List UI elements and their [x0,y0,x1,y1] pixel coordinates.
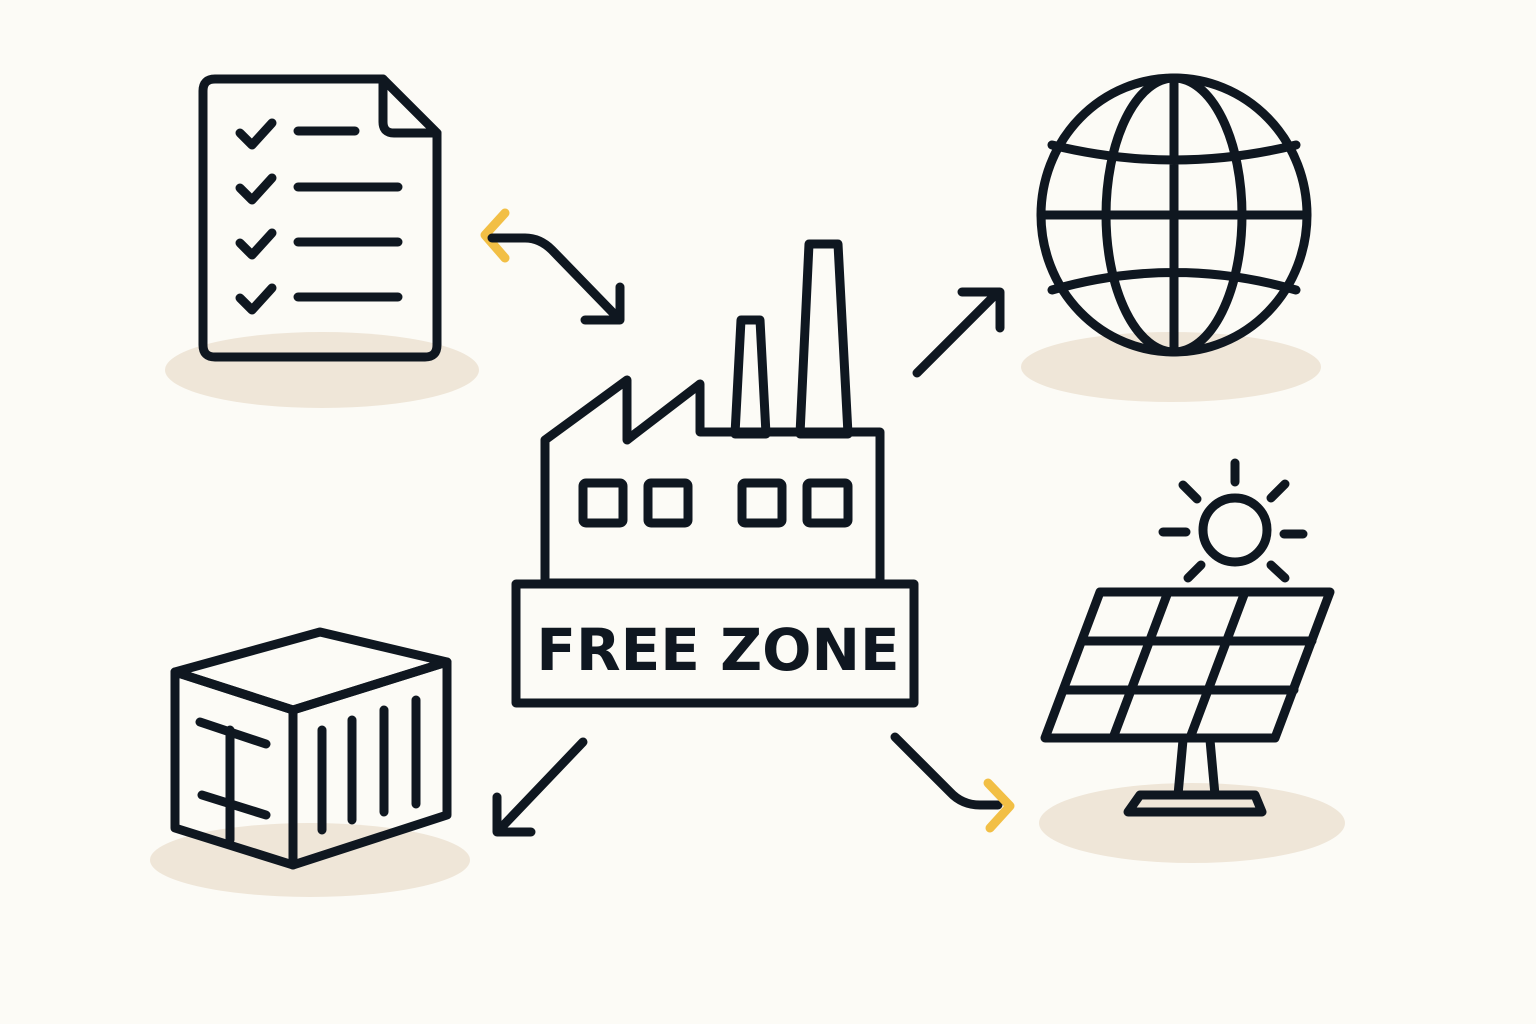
chimney-tall [795,239,853,439]
free-zone-label: FREE ZONE [536,616,899,684]
arrow-document-to-factory [480,208,625,325]
arrows [480,208,1015,837]
chimney-small [730,315,771,439]
factory-icon: FREE ZONE [511,239,919,708]
arrow-factory-to-container [492,737,588,837]
shadows [150,332,1345,897]
shipping-container-icon [170,627,452,870]
solar-panel-icon [1040,458,1335,817]
sun-icon [1198,493,1272,567]
factory-sign [511,579,919,708]
arrow-factory-to-solar [890,732,1015,833]
document-checklist-icon [198,74,442,362]
globe-icon [1036,73,1312,357]
arrow-factory-to-globe [912,287,1005,378]
